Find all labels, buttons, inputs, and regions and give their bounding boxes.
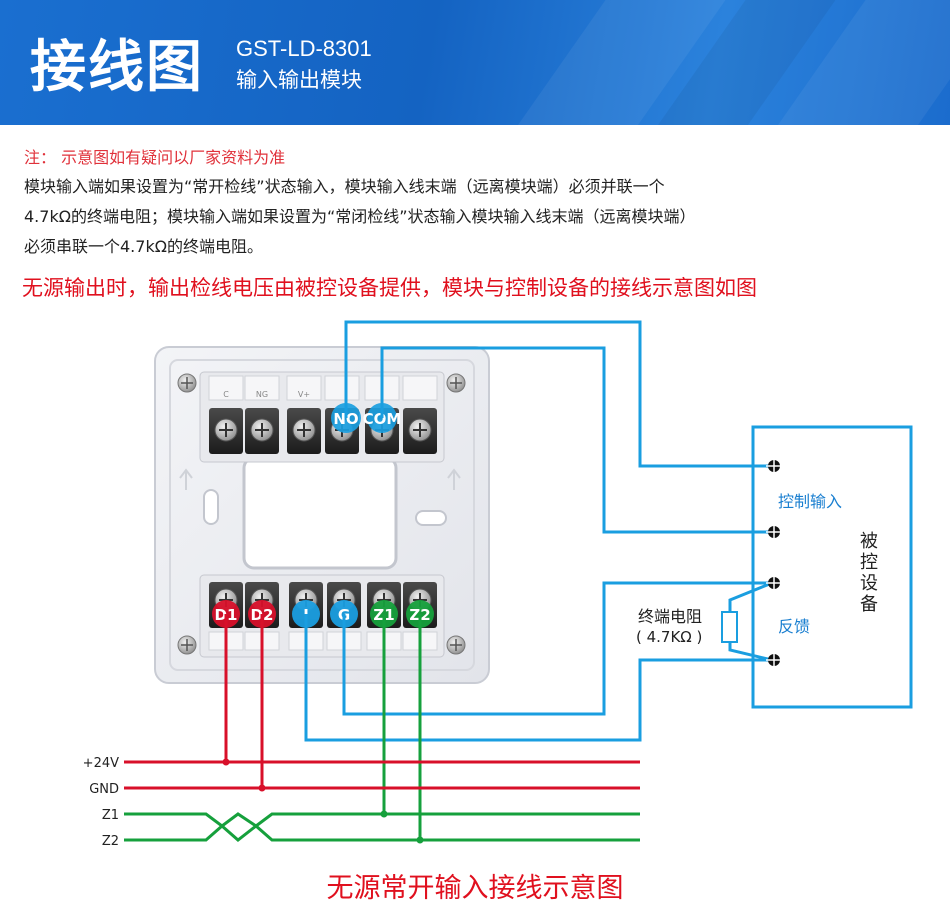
junction-dots <box>222 758 424 844</box>
control-input-label: 控制输入 <box>778 492 842 511</box>
resistor-value: ( 4.7KΩ ) <box>636 628 702 646</box>
terminal-label: COM <box>363 410 402 428</box>
wire-com <box>380 346 772 534</box>
bottom-terminal: I <box>288 582 324 651</box>
device-terminal <box>766 458 782 474</box>
terminal-mark: V+ <box>298 390 310 399</box>
bus-line-label: GND <box>89 782 119 797</box>
terminal-resistor <box>721 611 738 643</box>
bottom-terminal: D1 <box>208 582 244 651</box>
wire-g <box>342 581 772 716</box>
wire-no <box>344 320 772 468</box>
top-terminal-block: C NG V+ NO COM <box>199 371 445 463</box>
page-title: 接线图 <box>30 35 204 100</box>
bottom-terminal: D2 <box>244 582 280 651</box>
resistor-label: 终端电阻 <box>638 607 702 626</box>
note-body: 模块输入端如果设置为“常开检线”状态输入，模块输入线末端（远离模块端）必须并联一… <box>24 177 696 256</box>
model-number: GST-LD-8301 <box>236 36 372 61</box>
resistor-lead-bottom <box>728 642 773 662</box>
bus-line-label: +24V <box>83 756 119 771</box>
resistor-lead-top <box>728 581 773 612</box>
product-name: 输入输出模块 <box>236 68 362 92</box>
feedback-label: 反馈 <box>778 617 810 636</box>
top-terminal: NG <box>244 375 280 454</box>
bus-z1 <box>124 812 640 828</box>
terminal-mark: C <box>223 390 229 399</box>
blue-wires <box>304 320 913 742</box>
top-terminal <box>402 375 438 454</box>
header-banner: 接线图 GST-LD-8301 输入输出模块 <box>0 0 950 125</box>
passive-output-note: 无源输出时，输出检线电压由被控设备提供，模块与控制设备的接线示意图如图 <box>22 276 757 300</box>
note-heading: 注： 示意图如有疑问以厂家资料为准 <box>24 148 286 167</box>
diagram-caption: 无源常开输入接线示意图 <box>326 873 624 904</box>
device-terminal <box>766 524 782 540</box>
bus-wires <box>124 614 640 842</box>
device-terminal <box>766 652 782 668</box>
device-terminal <box>766 575 782 591</box>
top-terminal: V+ <box>286 375 322 454</box>
corner-screws <box>177 373 466 655</box>
controlled-device-label: 被控设备 <box>860 531 878 615</box>
wire-i <box>304 614 772 742</box>
device-box <box>751 425 913 709</box>
terminal-mark: NG <box>256 390 268 399</box>
device-terminals <box>766 458 782 668</box>
bus-line-label: Z1 <box>102 808 119 823</box>
bus-line-label: Z2 <box>102 834 119 849</box>
terminal-label: NO <box>333 410 358 428</box>
bus-z2 <box>124 824 640 842</box>
top-terminal: C <box>208 375 244 454</box>
